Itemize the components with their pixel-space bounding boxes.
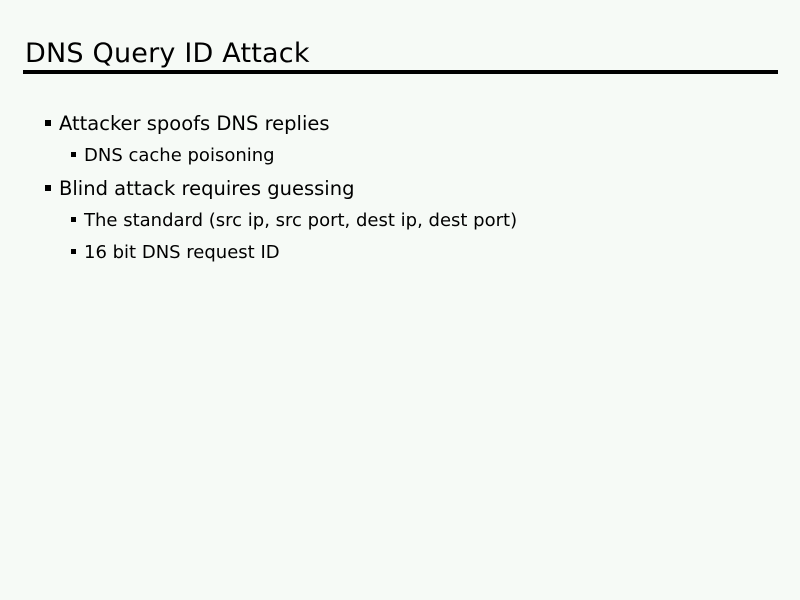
bullet-text: Blind attack requires guessing xyxy=(59,177,355,200)
bullet-text: The standard (src ip, src port, dest ip,… xyxy=(84,210,518,231)
square-bullet-icon xyxy=(71,249,76,254)
square-bullet-icon xyxy=(71,217,76,222)
bullet-text: DNS cache poisoning xyxy=(84,145,275,166)
bullet-item-level2: The standard (src ip, src port, dest ip,… xyxy=(0,206,800,236)
square-bullet-icon xyxy=(71,152,76,157)
bullet-item-level1: Attacker spoofs DNS replies xyxy=(0,108,800,139)
slide-body-bullet-list: Attacker spoofs DNS replies DNS cache po… xyxy=(0,108,800,270)
square-bullet-icon xyxy=(45,185,51,191)
bullet-item-level2: 16 bit DNS request ID xyxy=(0,238,800,268)
bullet-item-level1: Blind attack requires guessing xyxy=(0,173,800,204)
bullet-item-level2: DNS cache poisoning xyxy=(0,141,800,171)
square-bullet-icon xyxy=(45,120,51,126)
slide-title: DNS Query ID Attack xyxy=(25,38,310,69)
bullet-text: 16 bit DNS request ID xyxy=(84,242,280,263)
bullet-text: Attacker spoofs DNS replies xyxy=(59,112,330,135)
title-underline-rule xyxy=(23,70,778,74)
